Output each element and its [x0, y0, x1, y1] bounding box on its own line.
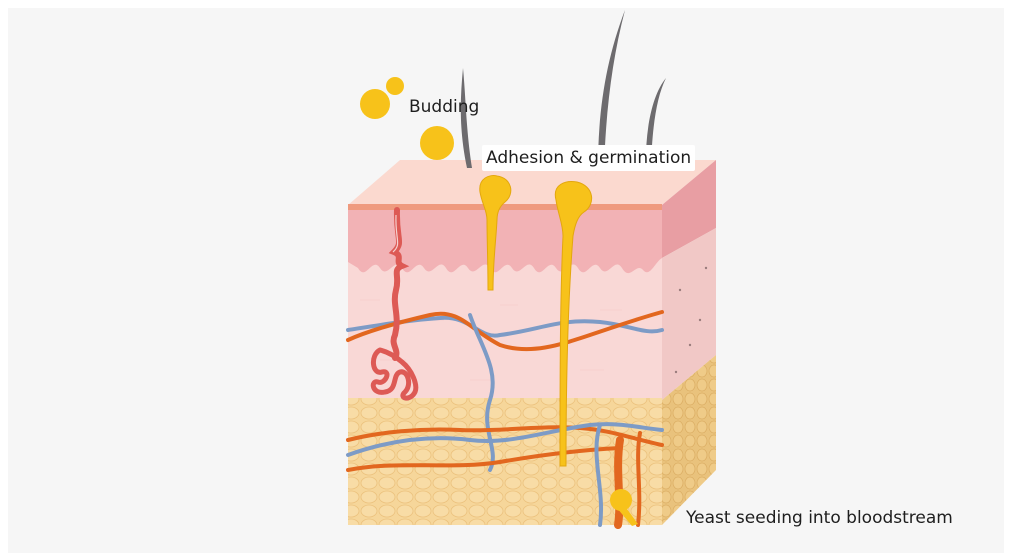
skin-block-side [662, 160, 716, 525]
vessel-descending [618, 440, 620, 525]
label-adhesion-germination: Adhesion & germination [482, 145, 695, 171]
label-yeast-seeding: Yeast seeding into bloodstream [682, 505, 957, 531]
label-budding: Budding [405, 94, 483, 120]
